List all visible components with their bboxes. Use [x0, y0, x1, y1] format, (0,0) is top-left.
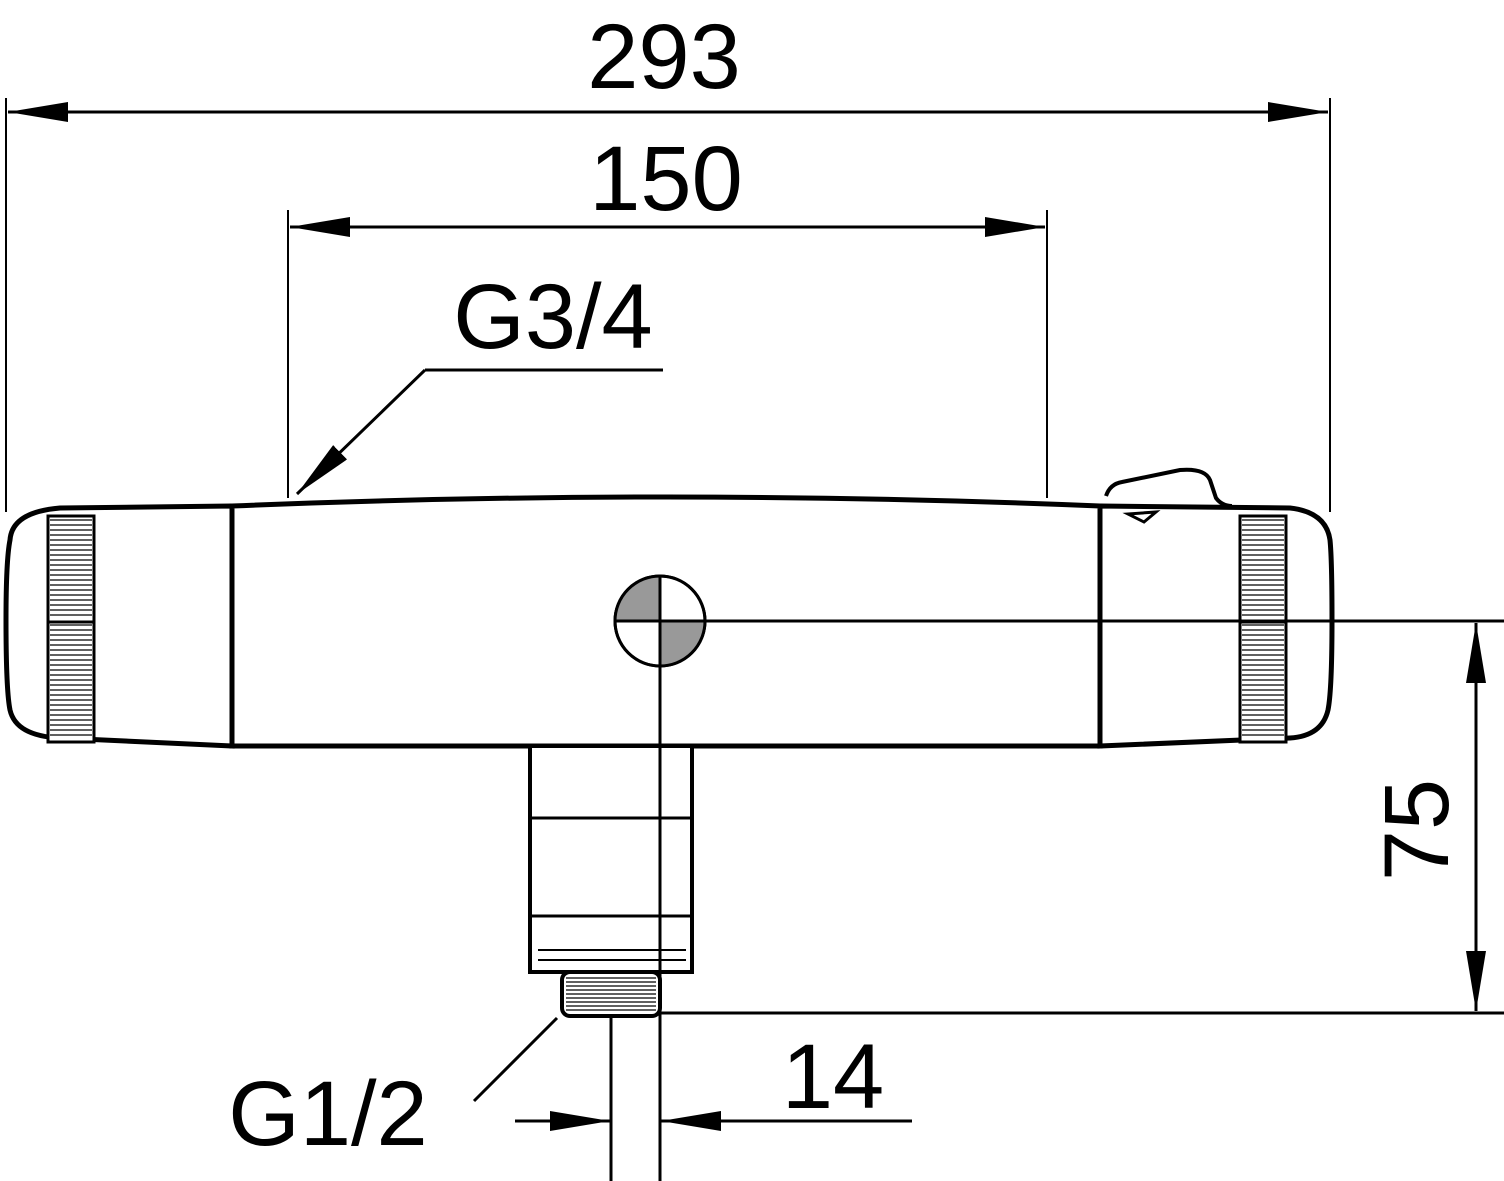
left-knurled-grip [46, 514, 96, 744]
dimension-outlet-offset: 14 [515, 1016, 912, 1181]
label-outlet-thread: G1/2 [228, 1063, 427, 1165]
label-inlet-thread: G3/4 [453, 266, 652, 368]
dimension-overall-width: 293 [5, 6, 1331, 512]
leader-outlet-thread: G1/2 [228, 1016, 559, 1165]
outlet-stem [528, 744, 694, 1018]
temperature-lever [1104, 467, 1233, 508]
dimension-label-height: 75 [1366, 779, 1468, 881]
right-end-cap [1097, 503, 1335, 749]
dimension-inlet-spacing: 150 [287, 128, 1048, 498]
leader-inlet-thread: G3/4 [295, 266, 663, 496]
lever-indicator-icon [1122, 510, 1161, 524]
left-end-cap [3, 503, 235, 749]
right-knurled-grip [1238, 514, 1288, 744]
dimension-label-inlet-spacing: 150 [589, 128, 743, 230]
dimension-label-outlet-offset: 14 [782, 1026, 884, 1128]
dimension-height: 75 [660, 623, 1504, 1015]
dimension-label-overall-width: 293 [587, 6, 741, 108]
